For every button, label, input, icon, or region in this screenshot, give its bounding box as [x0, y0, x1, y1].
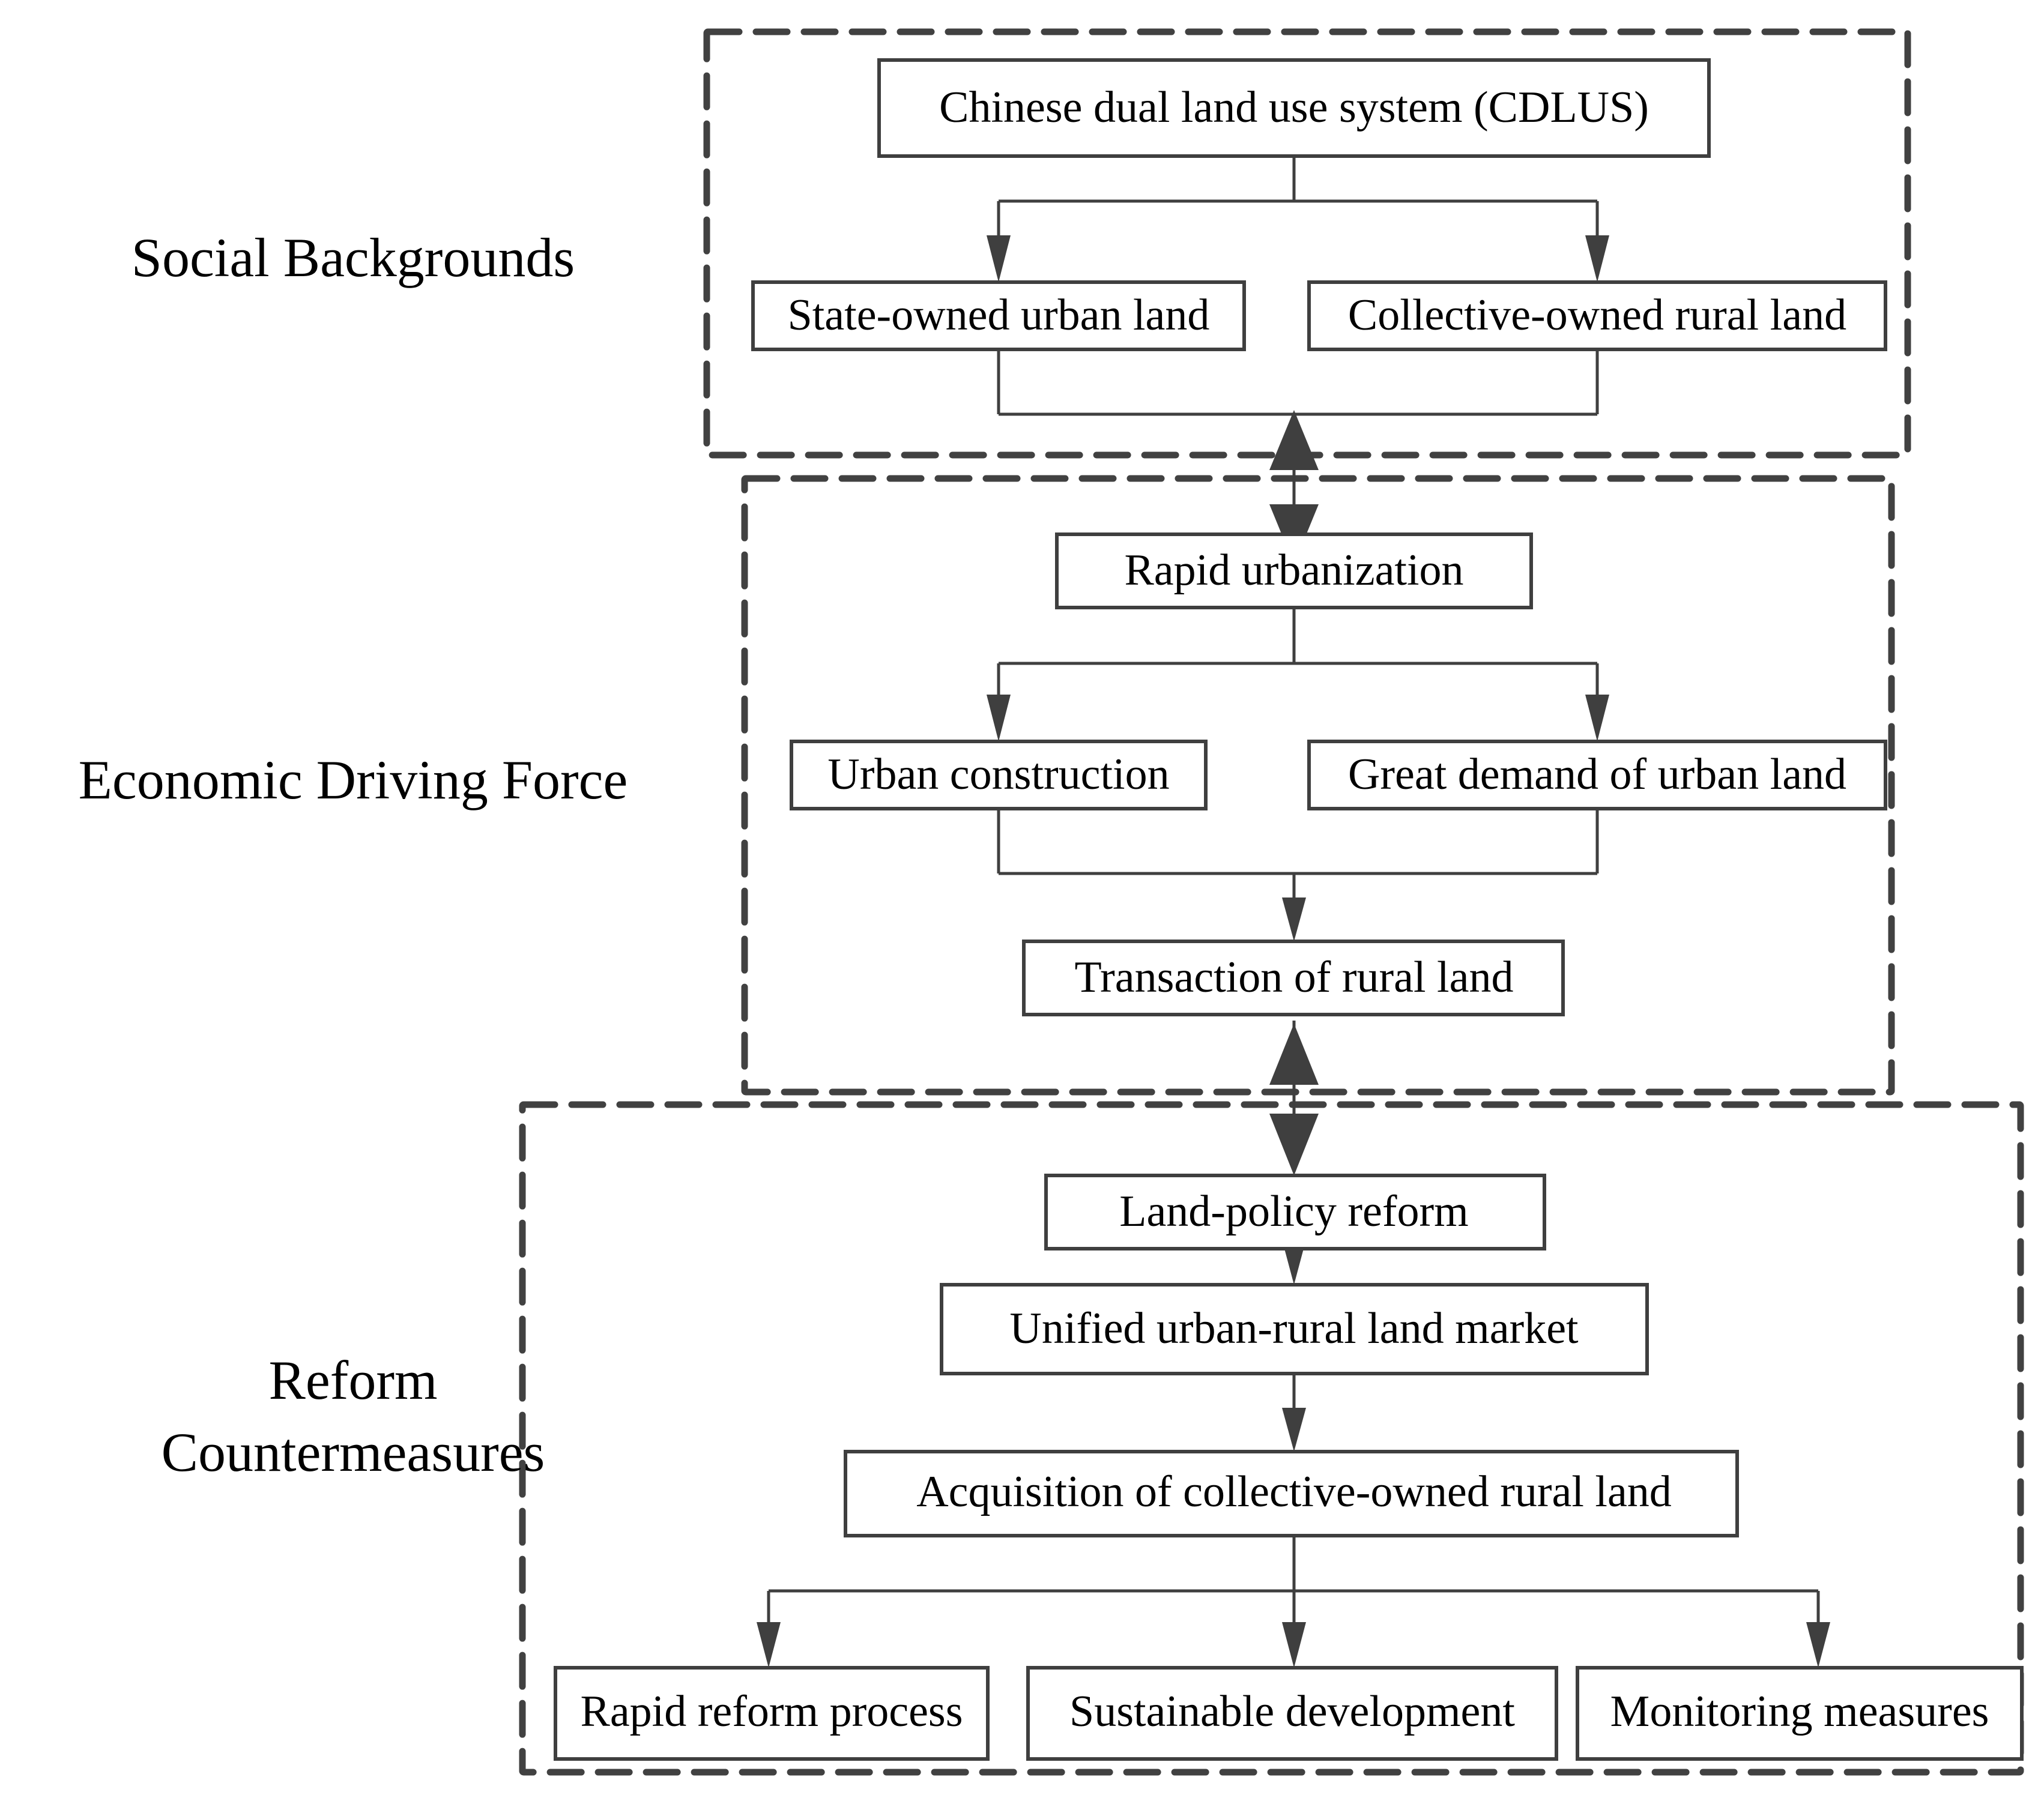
node-land-policy-reform[interactable]: Land-policy reform — [1044, 1174, 1546, 1250]
node-land-policy-reform-label: Land-policy reform — [1119, 1187, 1469, 1236]
node-state-urban-label: State-owned urban land — [788, 291, 1210, 340]
node-collective-rural-rect[interactable] — [1307, 280, 1887, 351]
node-cdlus[interactable]: Chinese dual land use system (CDLUS) — [877, 58, 1711, 158]
arrowhead-down-s3 — [1269, 1114, 1319, 1175]
node-rapid-urbanization-label: Rapid urbanization — [1124, 546, 1463, 595]
node-urban-construction-rect[interactable] — [790, 740, 1208, 810]
connector-bidirectional-s2-s3 — [1269, 1021, 1319, 1175]
section-title-reform-countermeasures: Reform Countermeasures — [162, 1350, 545, 1483]
node-rapid-reform-rect[interactable] — [554, 1666, 990, 1761]
node-sustainable-development[interactable]: Sustainable development — [1026, 1666, 1558, 1761]
node-rapid-urbanization-rect[interactable] — [1055, 532, 1533, 609]
node-rapid-reform-label: Rapid reform process — [580, 1687, 963, 1736]
node-great-demand-of-urban-land[interactable]: Great demand of urban land — [1307, 740, 1887, 810]
node-transaction-rural-rect[interactable] — [1022, 940, 1565, 1016]
arrowhead-to-unified-market — [1282, 1240, 1306, 1285]
node-sustainable-label: Sustainable development — [1069, 1687, 1515, 1736]
connector-section2-merge — [997, 807, 1599, 901]
arrowhead-to-transaction-rural — [1282, 897, 1306, 941]
section-container-economic-driving-force — [741, 475, 1895, 1096]
node-rapid-reform-process[interactable]: Rapid reform process — [554, 1666, 990, 1761]
node-collective-owned-rural-land[interactable]: Collective-owned rural land — [1307, 280, 1887, 351]
node-rapid-urbanization[interactable]: Rapid urbanization — [1055, 532, 1533, 609]
node-state-owned-urban-land[interactable]: State-owned urban land — [751, 280, 1246, 351]
arrowhead-to-acquisition — [1282, 1408, 1306, 1452]
node-monitoring-label: Monitoring measures — [1610, 1687, 1989, 1736]
node-sustainable-rect[interactable] — [1026, 1666, 1558, 1761]
node-monitoring-measures[interactable]: Monitoring measures — [1576, 1666, 2024, 1761]
section-title-reform-line2: Countermeasures — [162, 1422, 545, 1483]
node-land-policy-reform-rect[interactable] — [1044, 1174, 1546, 1250]
section-title-reform-line1: Reform — [268, 1350, 437, 1411]
section-title-social-backgrounds: Social Backgrounds — [132, 227, 575, 288]
node-state-urban-rect[interactable] — [751, 280, 1246, 351]
node-cdlus-rect[interactable] — [877, 58, 1711, 158]
node-great-demand-rect[interactable] — [1307, 740, 1887, 810]
node-urban-construction[interactable]: Urban construction — [790, 740, 1208, 810]
node-collective-rural-label: Collective-owned rural land — [1348, 291, 1846, 340]
node-transaction-of-rural-land[interactable]: Transaction of rural land — [1022, 940, 1565, 1016]
node-urban-construction-label: Urban construction — [827, 750, 1169, 799]
node-transaction-rural-label: Transaction of rural land — [1075, 953, 1514, 1002]
arrowhead-to-sustainable — [1282, 1622, 1306, 1668]
arrowhead-to-collective-rural — [1585, 235, 1609, 282]
node-unified-market-rect[interactable] — [940, 1283, 1649, 1375]
node-cdlus-label: Chinese dual land use system (CDLUS) — [939, 83, 1649, 132]
connector-cdlus-split — [997, 156, 1599, 237]
connector-acquisition-split — [767, 1534, 1820, 1624]
arrowhead-up-s2 — [1269, 1024, 1319, 1085]
arrowhead-to-urban-construction — [987, 695, 1011, 741]
connector-section1-merge — [997, 348, 1599, 431]
node-unified-market-label: Unified urban-rural land market — [1009, 1304, 1579, 1353]
node-acquisition-rect[interactable] — [844, 1450, 1739, 1537]
node-acquisition-of-collective-owned-rural-land[interactable]: Acquisition of collective-owned rural la… — [844, 1450, 1739, 1537]
arrowhead-to-great-demand — [1585, 695, 1609, 741]
node-unified-urban-rural-land-market[interactable]: Unified urban-rural land market — [940, 1283, 1649, 1375]
arrowhead-to-monitoring — [1806, 1622, 1830, 1668]
arrowhead-to-rapid-reform — [757, 1622, 781, 1668]
node-great-demand-label: Great demand of urban land — [1348, 750, 1846, 799]
node-monitoring-rect[interactable] — [1576, 1666, 2024, 1761]
section-title-economic-driving-force: Economic Driving Force — [79, 749, 628, 810]
connector-rapid-urbanization-split — [997, 606, 1599, 696]
arrowhead-to-state-urban — [987, 235, 1011, 282]
section-container-reform-countermeasures — [519, 1101, 2024, 1776]
node-acquisition-label: Acquisition of collective-owned rural la… — [916, 1467, 1672, 1516]
arrowhead-up-s1 — [1269, 410, 1319, 470]
